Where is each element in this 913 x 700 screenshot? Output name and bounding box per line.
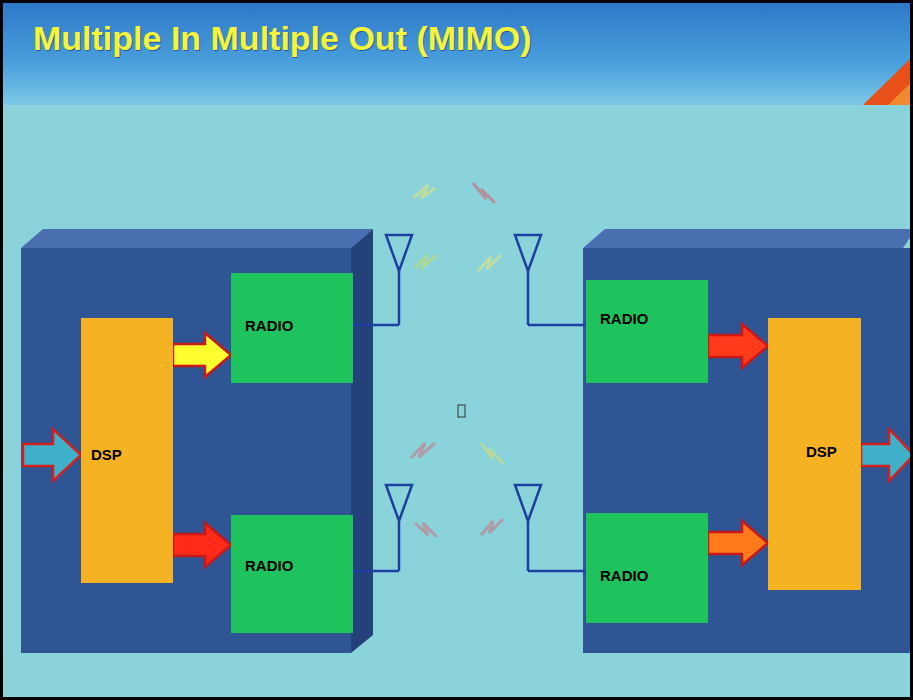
signal-arrow bbox=[173, 333, 231, 377]
radio-box: RADIO bbox=[231, 515, 353, 633]
signal-arrow bbox=[173, 523, 231, 567]
slide-title: Multiple In Multiple Out (MIMO) bbox=[33, 19, 532, 58]
signal-arrow bbox=[708, 324, 768, 368]
node-label: RADIO bbox=[600, 567, 648, 584]
housing-side bbox=[351, 229, 373, 653]
radio-box: RADIO bbox=[586, 513, 708, 623]
housing-front bbox=[583, 248, 913, 653]
signal-arrow bbox=[708, 521, 768, 565]
header-corner bbox=[863, 53, 913, 105]
signal-lightning bbox=[411, 183, 503, 537]
antenna-symbol bbox=[353, 235, 586, 571]
dsp-box: DSP bbox=[768, 318, 861, 590]
header-bar bbox=[3, 3, 913, 105]
node-label: RADIO bbox=[600, 310, 648, 327]
output-arrow bbox=[861, 429, 913, 481]
node-label: RADIO bbox=[245, 557, 293, 574]
radio-box: RADIO bbox=[586, 280, 708, 383]
header-corner bbox=[888, 78, 913, 105]
radio-box: RADIO bbox=[231, 273, 353, 383]
housing-top bbox=[583, 229, 913, 248]
dsp-box: DSP bbox=[81, 318, 173, 583]
small-icon bbox=[458, 405, 465, 417]
node-label: RADIO bbox=[245, 317, 293, 334]
node-label: DSP bbox=[91, 446, 122, 463]
node-label: DSP bbox=[806, 443, 837, 460]
housing-top bbox=[21, 229, 373, 248]
input-arrow bbox=[23, 429, 81, 481]
